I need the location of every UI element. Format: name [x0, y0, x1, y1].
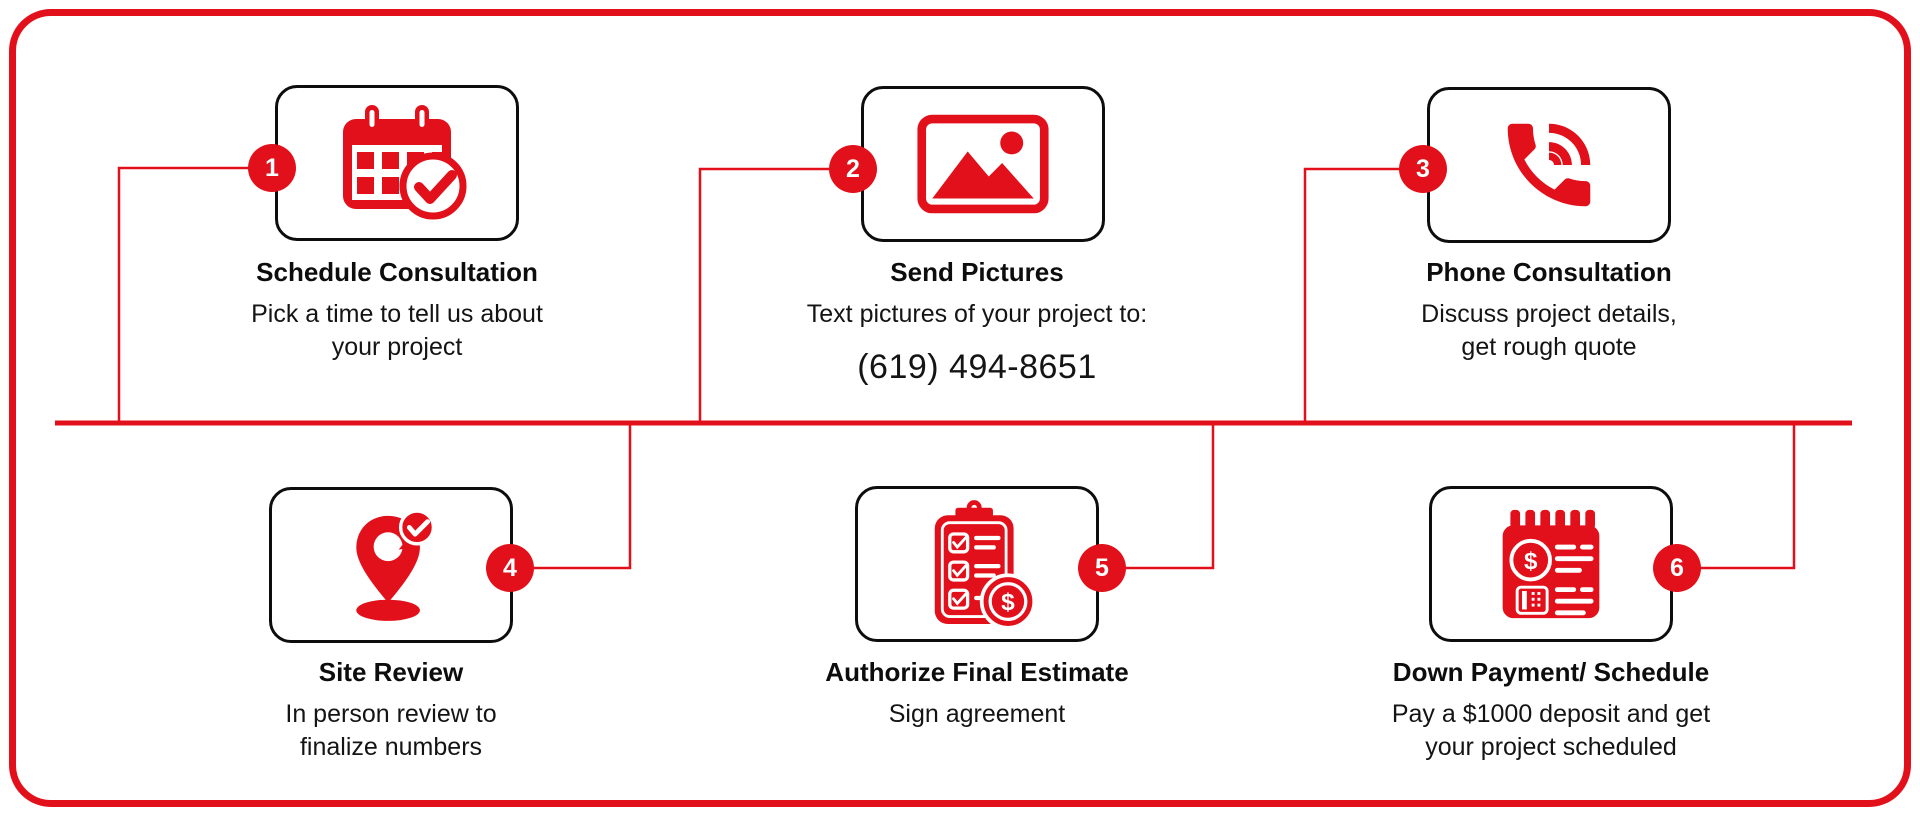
outer-border: [9, 9, 1911, 807]
location-pin-check-icon: [356, 509, 436, 621]
step-2-icon-card: [861, 86, 1105, 242]
description-line: Pick a time to tell us about: [251, 300, 543, 328]
step-4-icon-card: [269, 487, 513, 643]
description-line: get rough quote: [1461, 333, 1637, 361]
step-1-number: 1: [265, 153, 279, 182]
phone-ringing-icon: [1507, 123, 1591, 207]
step-4-text: Site Review In person review to finalize…: [151, 654, 631, 764]
step-4-badge: 4: [486, 544, 534, 592]
step-1-description: Pick a time to tell us about your projec…: [157, 298, 637, 364]
step-1-text: Schedule Consultation Pick a time to tel…: [157, 254, 637, 364]
step-1-title: Schedule Consultation: [256, 257, 538, 287]
step-6-badge: 6: [1653, 544, 1701, 592]
step-2-text: Send Pictures Text pictures of your proj…: [737, 254, 1217, 389]
step-3-icon-card: [1427, 87, 1671, 243]
step-1-badge: 1: [248, 144, 296, 192]
step-3-description: Discuss project details, get rough quote: [1309, 298, 1789, 364]
step-3-title: Phone Consultation: [1426, 257, 1672, 287]
step-1-icon-card: [275, 85, 519, 241]
step-5-title: Authorize Final Estimate: [825, 657, 1129, 687]
phone-number: (619) 494-8651: [857, 348, 1097, 386]
step-3-badge: 3: [1399, 145, 1447, 193]
step-3-number: 3: [1416, 154, 1430, 183]
step-6-text: Down Payment/ Schedule Pay a $1000 depos…: [1311, 654, 1791, 764]
step-6-number: 6: [1670, 553, 1684, 582]
step-4-number: 4: [503, 553, 517, 582]
step-5-text: Authorize Final Estimate Sign agreement: [737, 654, 1217, 731]
svg-text:$: $: [1524, 548, 1538, 575]
step-2-description: Text pictures of your project to:: [737, 298, 1217, 331]
calendar-check-icon: [343, 105, 467, 220]
step-2-badge: 2: [829, 145, 877, 193]
step-4-description: In person review to finalize numbers: [151, 698, 631, 764]
step-6-description: Pay a $1000 deposit and get your project…: [1311, 698, 1791, 764]
svg-text:$: $: [1001, 589, 1015, 616]
step-4-title: Site Review: [318, 657, 464, 687]
step-5-badge: 5: [1078, 544, 1126, 592]
step-6-icon-card: $: [1429, 486, 1673, 642]
description-line: finalize numbers: [299, 733, 483, 761]
step-3-text: Phone Consultation Discuss project detai…: [1309, 254, 1789, 364]
clipboard-checklist-dollar-icon: $: [934, 500, 1037, 630]
description-line: Discuss project details,: [1421, 300, 1677, 328]
step-2-title: Send Pictures: [890, 257, 1064, 287]
description-line: Text pictures of your project to:: [806, 300, 1148, 328]
step-5-description: Sign agreement: [737, 698, 1217, 731]
step-5-icon-card: $: [855, 486, 1099, 642]
billing-calendar-icon: $: [1502, 509, 1600, 619]
description-line: In person review to: [285, 700, 497, 728]
step-2-number: 2: [846, 154, 860, 183]
picture-icon: [917, 114, 1049, 214]
description-line: Pay a $1000 deposit and get: [1391, 700, 1711, 728]
description-line: your project: [331, 333, 463, 361]
step-5-number: 5: [1095, 553, 1109, 582]
step-6-title: Down Payment/ Schedule: [1392, 657, 1710, 687]
description-line: your project scheduled: [1425, 733, 1677, 761]
description-line: Sign agreement: [888, 700, 1066, 728]
